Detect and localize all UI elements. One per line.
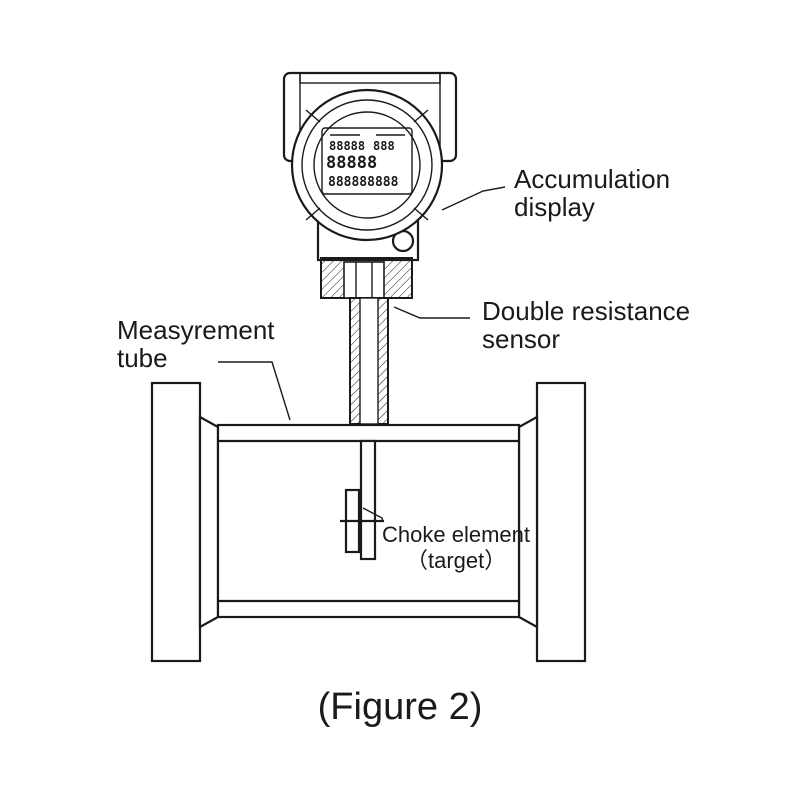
lcd-display: 88888 888 88888 888888888 <box>321 127 413 195</box>
right-flange <box>517 381 587 663</box>
sensor-neck <box>320 257 413 299</box>
svg-text:888888888: 888888888 <box>328 175 399 190</box>
leader-tube <box>218 361 291 421</box>
double-resistance-sensor <box>349 297 389 425</box>
svg-text:88888: 88888 <box>326 153 377 173</box>
label-double-resistance-sensor: Double resistance sensor <box>482 296 691 354</box>
left-flange <box>150 381 220 663</box>
label-measurement-tube: Measyrement tube <box>117 315 275 373</box>
leader-sensor <box>393 306 470 319</box>
label-choke-element: Choke element （target） <box>382 522 530 573</box>
leader-choke <box>362 507 384 523</box>
label-accumulation-display: Accumulation display <box>514 164 671 222</box>
figure-caption: (Figure 2) <box>317 686 483 728</box>
svg-text:888: 888 <box>373 139 395 153</box>
leader-accumulation <box>441 186 506 211</box>
choke-element <box>340 439 384 561</box>
svg-text:88888: 88888 <box>329 139 365 153</box>
